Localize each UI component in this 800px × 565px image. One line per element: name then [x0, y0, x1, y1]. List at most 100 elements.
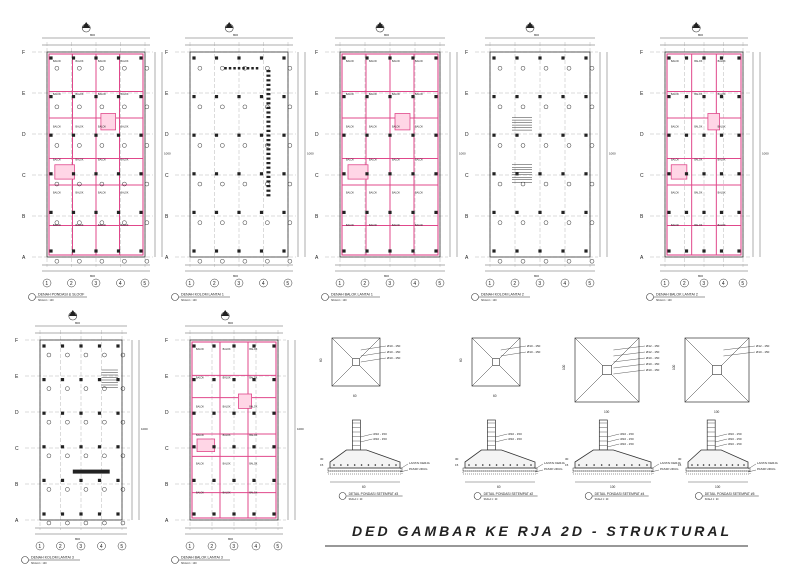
grid-label: E — [640, 91, 644, 97]
column — [411, 210, 415, 214]
beam-label: BALOK — [694, 159, 702, 162]
column — [719, 210, 724, 214]
grid-label: C — [22, 173, 26, 179]
grid-label: 5 — [120, 544, 123, 550]
stair-tread — [266, 166, 271, 169]
stair-tread — [266, 120, 271, 123]
column — [139, 210, 143, 214]
column — [515, 172, 519, 176]
beam-label: BALOK — [196, 405, 204, 408]
column — [116, 133, 121, 137]
column — [252, 512, 256, 516]
dim-text: 1000 — [762, 152, 769, 156]
footing-circle — [497, 143, 503, 148]
column — [94, 249, 98, 253]
detail-scale: SKALA 1 : 20 — [349, 498, 363, 501]
beam-label: BALOK — [98, 224, 106, 227]
column — [192, 378, 196, 382]
beam-label: BALOK — [694, 224, 702, 227]
grid-bubble — [42, 278, 52, 288]
column — [232, 445, 236, 449]
stair-tread — [266, 97, 271, 100]
section-arrow — [692, 22, 701, 28]
grid-label: A — [22, 255, 26, 261]
dim-text: 800 — [534, 274, 539, 278]
footing-circle — [589, 220, 595, 225]
stair-tread — [266, 70, 271, 73]
footing-plan — [471, 337, 521, 387]
detail-width: 60 — [497, 485, 501, 489]
section-arrow — [68, 310, 77, 316]
column-plan — [712, 365, 722, 375]
detail-dim: 30 — [320, 457, 324, 461]
column — [584, 133, 588, 137]
column — [684, 172, 689, 176]
column — [515, 95, 519, 99]
beam-label: BALOK — [346, 93, 354, 96]
column — [139, 95, 143, 99]
grid-label: E — [165, 374, 169, 380]
rebar-dot — [374, 464, 377, 466]
detail-width: 60 — [493, 394, 497, 398]
detail-height: 100 — [672, 364, 676, 370]
column — [42, 378, 46, 382]
detail-dim: 15 — [678, 463, 682, 467]
column — [684, 56, 689, 60]
beam-label: BALOK — [369, 93, 377, 96]
column — [192, 56, 196, 60]
column — [252, 378, 256, 382]
footing-circle — [589, 259, 595, 264]
column — [719, 133, 724, 137]
column — [365, 133, 369, 137]
stair-tread — [266, 93, 271, 96]
grid-label: A — [165, 255, 169, 261]
grid-bubble — [283, 278, 293, 288]
grid-label: 5 — [286, 281, 289, 287]
column — [538, 210, 542, 214]
footing-circle — [589, 181, 595, 187]
grid-label: F — [22, 50, 25, 56]
footing-circle — [46, 453, 52, 459]
beam-label: BALOK — [249, 405, 257, 408]
footing-circle — [520, 220, 526, 225]
grid-label: B — [15, 482, 19, 488]
slope-line — [684, 337, 713, 366]
slope-line — [574, 337, 603, 366]
stair-tread — [266, 162, 271, 165]
stair-tread — [266, 74, 271, 77]
grid-label: B — [22, 214, 26, 220]
beam-label: BALOK — [392, 126, 400, 129]
column-plan — [602, 365, 612, 375]
leader-line — [747, 463, 757, 470]
dim-text: 800 — [698, 274, 703, 278]
column — [538, 249, 542, 253]
column — [342, 249, 346, 253]
footing-circle — [83, 386, 89, 391]
footing-circle — [497, 181, 503, 187]
rebar-dot — [509, 464, 512, 466]
dim-text: 800 — [228, 537, 233, 541]
dim-text: 800 — [534, 33, 539, 37]
footing-circle — [543, 181, 549, 187]
rebar-label: Ø12 - 150 — [646, 350, 660, 354]
rebar-dot — [593, 464, 595, 466]
rebar-dot — [360, 464, 363, 466]
footing-circle — [120, 386, 126, 391]
footing-circle — [543, 104, 549, 110]
rebar-label: Ø10 - 150 — [373, 437, 387, 441]
footing-circle — [242, 143, 248, 148]
slope-line — [471, 337, 493, 359]
stair-tread — [266, 143, 271, 146]
stair-tread — [266, 152, 271, 155]
column — [214, 249, 219, 253]
dim-text: 1000 — [141, 427, 148, 431]
rebar-label: Ø10 - 150 — [527, 344, 541, 348]
footing-circle — [77, 143, 82, 148]
footing-circle — [265, 220, 270, 225]
footing-circle — [543, 143, 549, 148]
beam-label: BALOK — [223, 463, 231, 466]
stair-tread — [266, 116, 271, 119]
column — [434, 249, 438, 253]
stair-tread — [255, 67, 259, 70]
